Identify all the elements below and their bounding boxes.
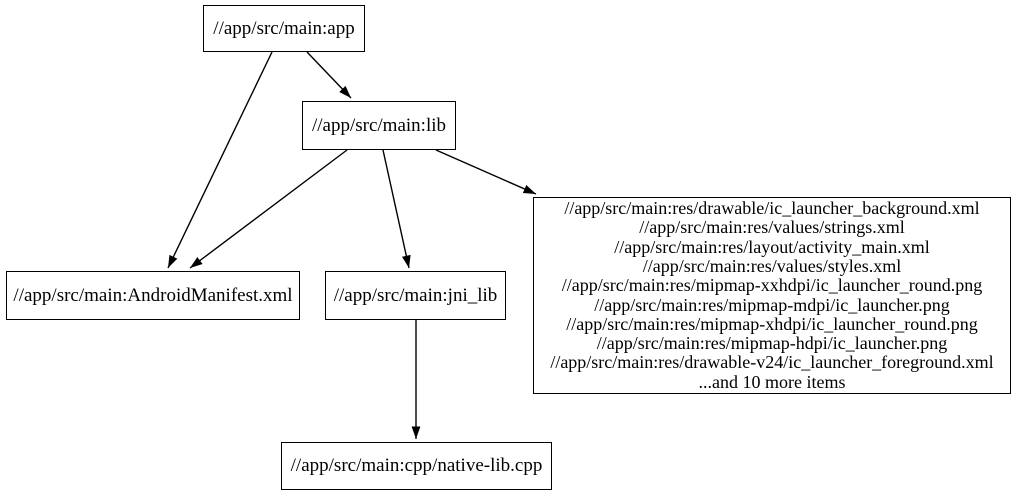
graph-node-native-cpp: //app/src/main:cpp/native-lib.cpp — [281, 442, 552, 490]
graph-node-androidmanifest: //app/src/main:AndroidManifest.xml — [6, 271, 300, 320]
res-line: //app/src/main:res/mipmap-xhdpi/ic_launc… — [566, 313, 978, 334]
res-line: //app/src/main:res/mipmap-mdpi/ic_launch… — [594, 294, 950, 315]
graph-node-resources: //app/src/main:res/drawable/ic_launcher_… — [533, 197, 1011, 394]
graph-node-jni-lib-label: //app/src/main:jni_lib — [333, 284, 498, 306]
graph-node-app: //app/src/main:app — [203, 5, 365, 52]
res-line: //app/src/main:res/mipmap-xxhdpi/ic_laun… — [561, 275, 983, 296]
graph-node-app-label: //app/src/main:app — [213, 17, 355, 39]
res-line: //app/src/main:res/layout/activity_main.… — [614, 236, 930, 257]
res-line: //app/src/main:res/drawable/ic_launcher_… — [564, 198, 980, 219]
edge-lib-to-jni_lib — [382, 149, 411, 269]
res-line: //app/src/main:res/values/strings.xml — [639, 217, 905, 238]
edge-app-to-manifest — [167, 51, 273, 269]
graph-node-native-cpp-label: //app/src/main:cpp/native-lib.cpp — [290, 455, 543, 476]
res-line: //app/src/main:res/mipmap-hdpi/ic_launch… — [596, 333, 948, 354]
graph-node-androidmanifest-label: //app/src/main:AndroidManifest.xml — [13, 284, 293, 306]
edge-lib-to-manifest — [189, 149, 348, 269]
graph-node-lib-label: //app/src/main:lib — [311, 114, 447, 136]
res-line: //app/src/main:res/drawable-v24/ic_launc… — [550, 352, 994, 373]
edge-lib-to-res — [435, 149, 537, 195]
graph-node-jni-lib: //app/src/main:jni_lib — [325, 271, 506, 320]
graph-node-lib: //app/src/main:lib — [302, 101, 456, 150]
res-line-more: ...and 10 more items — [698, 371, 846, 392]
res-line: //app/src/main:res/values/styles.xml — [642, 255, 902, 276]
edge-app-to-lib — [306, 51, 352, 99]
